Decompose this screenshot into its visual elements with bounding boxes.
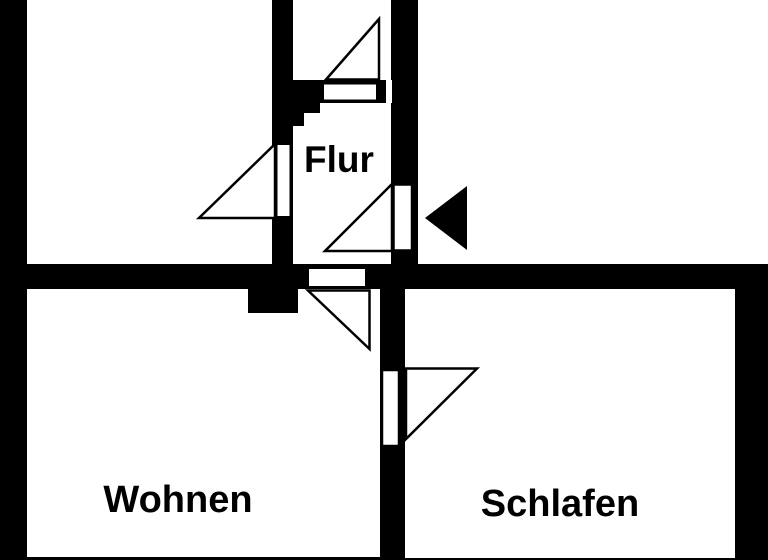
door-leaf-wohnen-schlafen	[380, 368, 401, 448]
door-leaf-flur-wohnen	[307, 267, 367, 288]
wall-bottom-right	[405, 558, 768, 560]
wall-main-horizontal	[0, 264, 768, 289]
door-swing-top-room-icon	[323, 15, 381, 81]
room-label-wohnen: Wohnen	[103, 479, 252, 521]
room-label-schlafen: Schlafen	[481, 483, 639, 525]
door-opening-top-room	[386, 80, 392, 103]
room-label-flur: Flur	[304, 139, 374, 180]
entrance-arrow-icon	[425, 186, 467, 250]
wall-flur-step-1	[293, 103, 320, 113]
door-swing-flur-wohnen-icon	[304, 289, 371, 352]
door-swing-wohnen-schlafen-icon	[404, 367, 481, 443]
door-swing-leftroom-icon	[195, 141, 277, 220]
door-swing-flur-entrance-icon	[321, 180, 394, 253]
wall-schlafen-right	[735, 264, 768, 560]
wall-leftroom-flur	[272, 0, 293, 266]
door-leaf-leftroom	[275, 143, 292, 218]
wall-stub-below-flur	[248, 289, 298, 313]
door-leaf-flur-entrance	[392, 183, 414, 252]
wall-flur-step-2	[293, 113, 304, 126]
door-leaf-top-room	[322, 82, 378, 102]
wall-bottom-left	[0, 557, 405, 560]
